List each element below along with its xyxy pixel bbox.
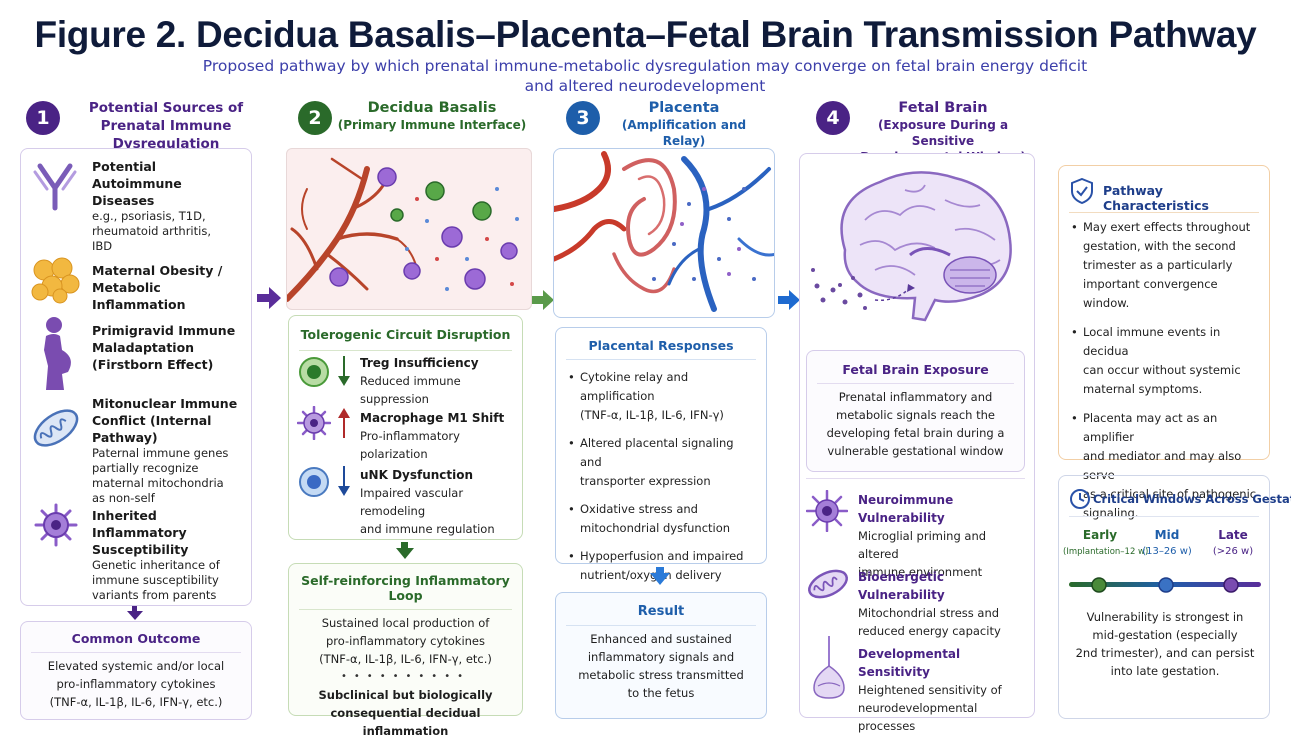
unk-cell-icon <box>299 467 329 497</box>
dotted-divider: •••••••••• <box>341 671 470 682</box>
inflammatory-loop-box: Self-reinforcing Inflammatory Loop Susta… <box>288 563 523 738</box>
characteristic-item: Placenta may act as an amplifier and med… <box>1071 409 1266 523</box>
step-3-badge: 3 <box>566 101 600 135</box>
down-arrow-icon <box>396 548 414 559</box>
fat-cells-icon <box>31 257 80 304</box>
placental-response-item: Hypoperfusion and impaired nutrient/oxyg… <box>568 547 756 585</box>
down-arrow-icon <box>338 356 350 386</box>
source-autoimmune: Potential Autoimmune Diseases e.g., psor… <box>92 159 211 253</box>
stage-mid: Mid (13–26 w) <box>1142 528 1192 557</box>
critical-windows-box: Critical Windows Across Gestation Early … <box>1058 475 1291 719</box>
mitochondria-icon <box>808 569 848 599</box>
source-inherited: Inherited Inflammatory Susceptibility Ge… <box>92 508 220 602</box>
brain-icon <box>811 171 1012 322</box>
source-mitonuclear: Mitonuclear Immune Conflict (Internal Pa… <box>92 396 238 505</box>
divider <box>1069 212 1259 213</box>
down-arrow-stem <box>132 606 137 612</box>
column-1-heading: Potential Sources of Prenatal Immune Dys… <box>88 100 244 152</box>
right-arrow-icon <box>257 287 281 309</box>
result-box: Result Enhanced and sustained inflammato… <box>555 592 767 719</box>
step-1-badge: 1 <box>26 101 60 135</box>
immune-cell-icon <box>34 503 78 547</box>
bioenergetic-vulnerability: Bioenergetic Vulnerability Mitochondrial… <box>858 570 1001 638</box>
antibody-icon <box>33 163 77 211</box>
gestation-timeline <box>1069 577 1261 593</box>
developmental-sensitivity: Developmental Sensitivity Heightened sen… <box>858 647 1002 733</box>
neuron-icon <box>813 636 845 699</box>
placental-response-item: Altered placental signaling and transpor… <box>568 434 756 491</box>
column-3-heading: Placenta (Amplification and Relay) <box>621 100 747 148</box>
up-arrow-icon <box>338 408 350 438</box>
placental-responses-box: Placental Responses Cytokine relay and a… <box>555 327 767 582</box>
stage-early: Early (Implantation–12 w) <box>1063 528 1149 557</box>
figure-subtitle: Proposed pathway by which prenatal immun… <box>202 57 1088 95</box>
macrophage-m1-shift: Macrophage M1 Shift Pro-inflammatory pol… <box>360 411 505 461</box>
source-obesity: Maternal Obesity / Metabolic Inflammatio… <box>92 263 223 312</box>
pregnant-woman-icon <box>44 317 71 390</box>
placental-response-item: Cytokine relay and amplification (TNF-α,… <box>568 368 756 425</box>
unk-dysfunction: uNK Dysfunction Impaired vascular remode… <box>360 468 495 536</box>
down-arrow-stem <box>656 567 664 574</box>
column-2-heading: Decidua Basalis (Primary Immune Interfac… <box>337 100 527 132</box>
decidua-illustration <box>286 148 532 310</box>
treg-insufficiency: Treg Insufficiency Reduced immune suppre… <box>360 356 479 406</box>
figure-title: Figure 2. Decidua Basalis–Placenta–Fetal… <box>34 14 1257 55</box>
microglia-icon <box>806 490 848 532</box>
pathway-characteristics-box: Pathway Characteristics May exert effect… <box>1058 165 1270 520</box>
placenta-vessels-icon <box>554 151 774 312</box>
down-arrow-icon <box>338 466 350 496</box>
common-outcome-box: Common Outcome Elevated systemic and/or … <box>20 621 252 720</box>
decidua-vessels-icon <box>287 157 519 302</box>
placental-response-item: Oxidative stress and mitochondrial dysfu… <box>568 500 756 538</box>
step-2-badge: 2 <box>298 101 332 135</box>
step-4-badge: 4 <box>816 101 850 135</box>
mitochondria-icon <box>33 409 79 447</box>
down-arrow-icon <box>650 573 670 585</box>
source-primigravid: Primigravid Immune Maladaptation (Firstb… <box>92 323 236 372</box>
characteristic-item: May exert effects throughout gestation, … <box>1071 218 1266 313</box>
divider <box>1069 516 1259 517</box>
characteristic-item: Local immune events in decidua can occur… <box>1071 323 1266 399</box>
fetal-brain-exposure-box: Fetal Brain Exposure Prenatal inflammato… <box>806 350 1025 472</box>
divider <box>806 478 1025 479</box>
shield-check-icon <box>1071 178 1093 204</box>
clock-icon <box>1070 489 1090 509</box>
down-arrow-icon <box>127 611 143 620</box>
stage-late: Late (>26 w) <box>1212 528 1254 557</box>
treg-cell-icon <box>299 357 329 387</box>
down-arrow-stem <box>401 542 408 549</box>
macrophage-icon <box>297 406 331 440</box>
right-arrow-icon <box>778 290 800 310</box>
right-arrow-icon <box>532 290 554 310</box>
windows-summary: Vulnerability is strongest in mid-gestat… <box>1075 610 1255 678</box>
tolerogenic-box: Tolerogenic Circuit Disruption <box>288 315 523 540</box>
placenta-illustration <box>553 148 775 318</box>
neuroimmune-vulnerability: Neuroimmune Vulnerability Microglial pri… <box>858 493 987 579</box>
